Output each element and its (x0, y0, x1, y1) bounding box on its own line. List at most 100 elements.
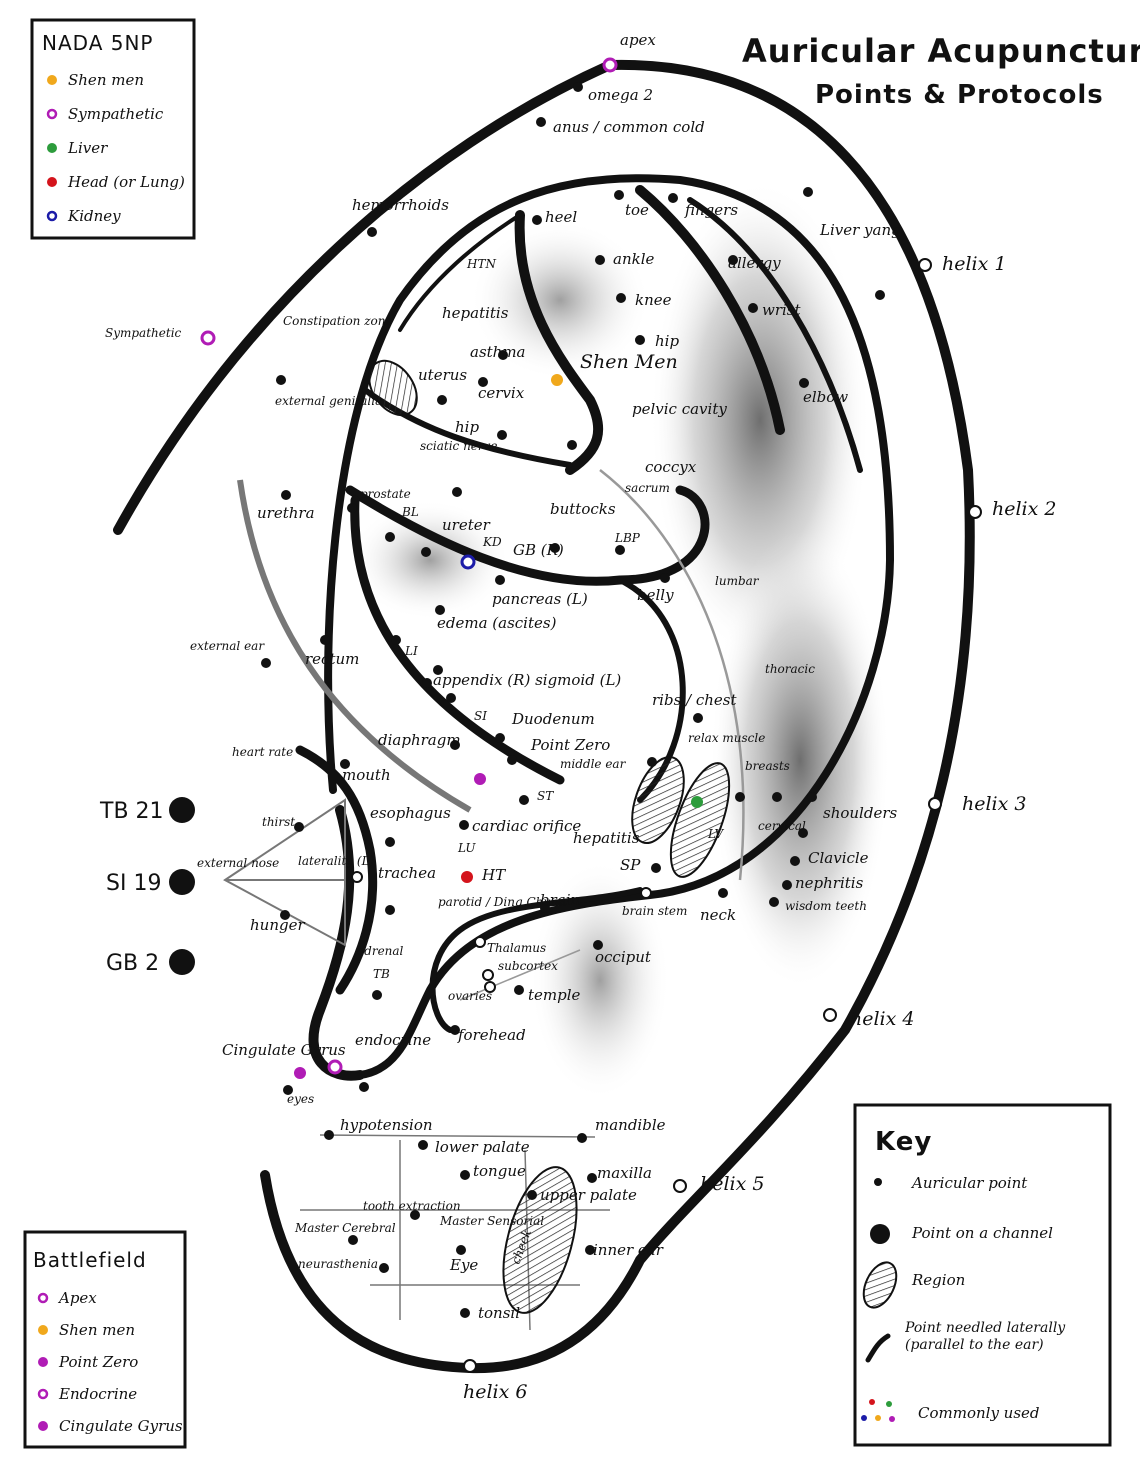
helix-ring-8 (640, 887, 652, 899)
point-label-47: relax muscle (688, 731, 765, 745)
point-label-9: ankle (613, 250, 654, 268)
point-dot-68 (527, 1190, 537, 1200)
apex-point-magenta (602, 57, 618, 73)
point-label-60: cervical (758, 819, 806, 833)
point-label-39: external ear (190, 639, 265, 653)
point-label-12: knee (635, 291, 672, 309)
nada-item-marker-4 (46, 210, 58, 222)
point-label-55: esophagus (370, 804, 451, 822)
point-dot-19 (567, 440, 577, 450)
point-dot-27 (615, 545, 625, 555)
key-color-orange (875, 1415, 881, 1421)
point-label-16: Constipation zone (283, 314, 393, 328)
point-dot-30 (391, 635, 401, 645)
point-label-22: external genitalia (275, 394, 382, 408)
point-label-4: heel (545, 208, 577, 226)
point-label-25: coccyx (645, 458, 697, 476)
point-dot-62 (283, 1085, 293, 1095)
point-label-93: tooth extraction (363, 1199, 461, 1213)
point-dot-67 (587, 1173, 597, 1183)
protocol-points (200, 57, 703, 1079)
point-label-11: hepatitis (442, 304, 509, 322)
point-dot-36 (495, 733, 505, 743)
battlefield-item-marker-1 (38, 1325, 48, 1335)
point-label-13: wrist (762, 301, 802, 319)
key-color-magenta (889, 1416, 895, 1422)
point-label-69: nephritis (795, 874, 864, 892)
nada-item-marker-1 (46, 108, 58, 120)
point-dot-46 (385, 837, 395, 847)
point-label-27: urethra (257, 504, 315, 522)
point-label-30: KD (482, 535, 502, 549)
point-dot-60 (372, 990, 382, 1000)
point-label-78: subcortex (498, 959, 558, 973)
point-label-58: cardiac orifice (472, 817, 581, 835)
point-dot-44 (798, 828, 808, 838)
point-label-61: thirst (262, 815, 295, 829)
point-label-81: ovaries (448, 989, 492, 1003)
point-dot-69 (410, 1210, 420, 1220)
point-dot-58 (514, 985, 524, 995)
channel-label-si19: SI 19 (106, 871, 161, 896)
point-dot-42 (772, 792, 782, 802)
point-dot-53 (294, 822, 304, 832)
point-dot-4 (614, 190, 624, 200)
helix-6-label: helix 6 (463, 1381, 527, 1403)
nada-item-label-1: Sympathetic (68, 105, 164, 123)
key-region-icon (862, 1261, 898, 1309)
point-dot-51 (718, 888, 728, 898)
point-dot-43 (807, 792, 817, 802)
gb2-point (169, 949, 195, 975)
point-label-33: LBP (614, 531, 641, 545)
point-label-21: elbow (803, 388, 848, 406)
point-label-87: hypotension (340, 1116, 433, 1134)
point-dot-72 (456, 1245, 466, 1255)
point-label-19: cervix (478, 384, 525, 402)
point-dot-37 (693, 713, 703, 723)
tb21-point (169, 797, 195, 823)
point-label-71: parotid / Ding Chuan (438, 895, 566, 909)
point-label-2: anus / common cold (553, 118, 705, 136)
point-label-10: allergy (728, 254, 781, 272)
battlefield-item-label-0: Apex (57, 1289, 97, 1307)
helix-labels: helix 1 helix 2 helix 3 helix 4 helix 5 … (463, 253, 1056, 1403)
helix-ring-1 (968, 505, 982, 519)
point-dot-16 (437, 395, 447, 405)
point-label-53: mouth (342, 766, 391, 784)
point-label-66: HT (481, 866, 506, 884)
point-dot-25 (495, 575, 505, 585)
key-lateral-icon (865, 1333, 891, 1363)
point-dot-15 (497, 430, 507, 440)
key-box: Key Auricular point Point on a channel R… (853, 1103, 1112, 1447)
point-label-43: appendix (R) sigmoid (L) (433, 671, 621, 689)
key-label-common: Commonly used (918, 1404, 1040, 1422)
heart-point-red (461, 871, 473, 883)
point-label-65: trachea (378, 864, 436, 882)
point-dot-63 (324, 1130, 334, 1140)
point-dot-45 (519, 795, 529, 805)
si19-point (169, 869, 195, 895)
point-dot-39 (340, 759, 350, 769)
point-label-1: omega 2 (588, 86, 653, 104)
helix-points (351, 258, 982, 1373)
battlefield-heading: Battlefield (33, 1248, 147, 1272)
point-dot-50 (769, 897, 779, 907)
point-label-95: Master Sensorial (439, 1214, 544, 1228)
nada-item-marker-3 (47, 177, 57, 187)
point-label-79: occiput (595, 948, 652, 966)
point-label-97: neurasthenia (298, 1257, 378, 1271)
point-dot-21 (347, 503, 357, 513)
point-label-46: Duodenum (511, 710, 595, 728)
point-dot-24 (421, 547, 431, 557)
point-label-40: rectum (305, 650, 359, 668)
point-label-8: HTN (466, 257, 496, 271)
point-label-76: adrenal (357, 944, 404, 958)
point-label-96: inner ear (593, 1241, 664, 1259)
point-dot-2 (367, 227, 377, 237)
point-label-0: apex (620, 31, 656, 49)
point-label-7: Liver yang (819, 221, 901, 239)
point-dot-70 (348, 1235, 358, 1245)
point-dot-59 (450, 1025, 460, 1035)
